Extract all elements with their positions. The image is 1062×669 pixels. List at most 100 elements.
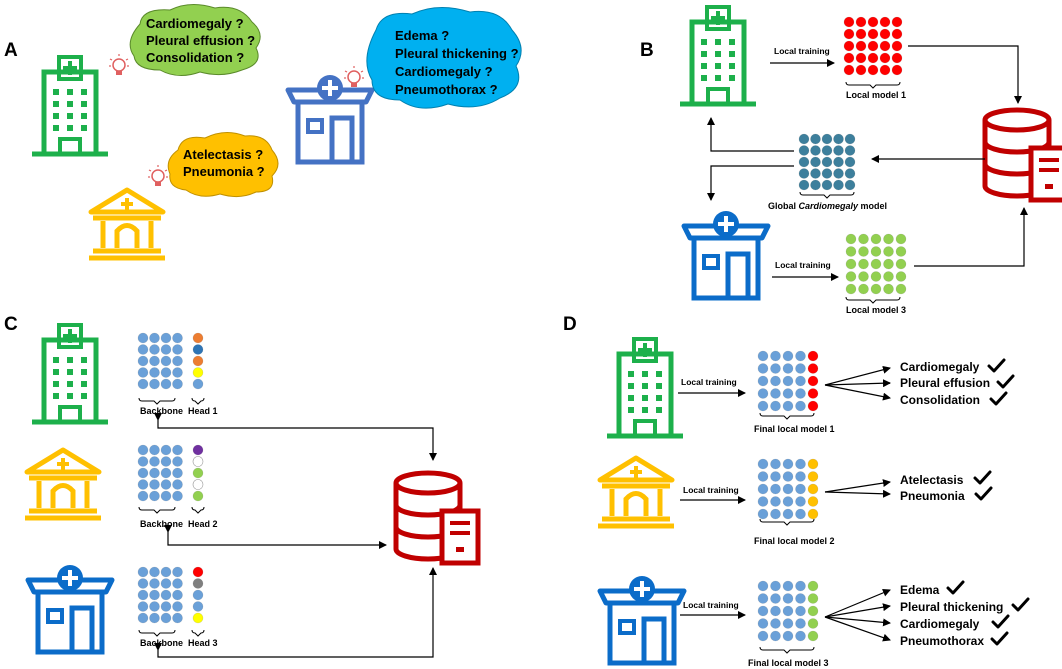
neuron-node xyxy=(798,156,810,168)
neuron-node xyxy=(770,593,781,604)
neuron-node xyxy=(807,350,819,362)
neuron-node xyxy=(172,367,183,378)
neuron-node xyxy=(137,332,149,344)
b-local-training-3: Local training xyxy=(775,260,831,270)
d-final-model-2: Final local model 2 xyxy=(754,536,835,546)
neuron-node xyxy=(858,283,869,295)
neuron-node xyxy=(807,471,819,482)
cloud-blue-line-2: Pleural thickening ? xyxy=(395,46,519,61)
b-local-training-1: Local training xyxy=(774,46,830,56)
d-task-3-3: Cardiomegaly xyxy=(900,617,980,631)
neuron-node xyxy=(137,378,149,390)
neuron-node xyxy=(844,168,856,179)
neuron-node xyxy=(795,630,806,642)
neuron-node xyxy=(160,367,172,378)
neuron-node xyxy=(172,612,183,624)
neuron-node xyxy=(192,490,204,502)
neuron-node xyxy=(810,168,821,179)
neuron-node xyxy=(172,355,183,367)
neuron-node xyxy=(795,496,806,507)
panel-d-letter: D xyxy=(563,314,577,335)
d-task-2-2: Pneumonia xyxy=(900,489,965,503)
neuron-node xyxy=(833,133,844,145)
neuron-node xyxy=(782,483,794,495)
neuron-node xyxy=(149,355,160,367)
neuron-node xyxy=(845,246,857,257)
neuron-node xyxy=(172,344,183,355)
neuron-node xyxy=(810,179,821,191)
neuron-node xyxy=(879,28,891,40)
d-task-3-4: Pneumothorax xyxy=(900,634,984,648)
neuron-node xyxy=(782,458,794,470)
neuron-node xyxy=(160,332,172,344)
panel-d: D Local training Final local model 1 Car… xyxy=(563,314,1030,668)
neuron-node xyxy=(821,145,833,156)
database-server-icon xyxy=(985,110,1062,200)
neuron-node xyxy=(870,258,882,270)
neuron-node xyxy=(795,580,806,592)
neuron-node xyxy=(172,332,183,344)
neuron-node xyxy=(867,40,879,52)
neuron-node xyxy=(821,168,833,179)
neuron-node xyxy=(782,375,794,387)
checkmark-icon xyxy=(987,358,1006,373)
arrow xyxy=(707,165,794,201)
neuron-node xyxy=(807,363,819,374)
neuron-node xyxy=(795,363,806,374)
neuron-node xyxy=(149,332,160,344)
neuron-node xyxy=(795,471,806,482)
panel-b: B Local training Local model 1 Global Ca… xyxy=(640,7,1062,315)
checkmark-icon xyxy=(974,486,993,501)
d-local-training-1: Local training xyxy=(681,377,737,387)
final-local-model-2-grid xyxy=(757,458,819,520)
neuron-node xyxy=(867,52,879,64)
neuron-node xyxy=(895,233,907,245)
c-head-1: Head 1 xyxy=(188,406,218,416)
neuron-node xyxy=(807,388,819,399)
lightbulb-icon xyxy=(343,65,365,88)
d-task-2-1: Atelectasis xyxy=(900,473,964,487)
neuron-node xyxy=(833,168,844,179)
classical-building-icon xyxy=(598,458,674,526)
neuron-node xyxy=(192,367,204,378)
neuron-node xyxy=(160,612,172,624)
neuron-node xyxy=(757,580,769,592)
neuron-node xyxy=(855,16,867,28)
neuron-node xyxy=(192,589,204,601)
neuron-node xyxy=(770,508,781,520)
neuron-node xyxy=(895,283,907,295)
question-cloud-orange xyxy=(167,132,279,198)
neuron-node xyxy=(770,605,781,617)
neuron-node xyxy=(757,363,769,374)
neuron-node xyxy=(137,566,149,578)
final-local-model-3-grid xyxy=(757,580,819,642)
neuron-node xyxy=(895,271,907,282)
neuron-node xyxy=(807,580,819,592)
hospital-tower-icon xyxy=(607,339,683,436)
neuron-node xyxy=(798,133,810,145)
neuron-node xyxy=(844,179,856,191)
panel-a-letter: A xyxy=(4,40,18,61)
neuron-node xyxy=(149,479,160,490)
cloud-green-line-2: Pleural effusion ? xyxy=(146,33,255,48)
b-local-model-3: Local model 3 xyxy=(846,305,906,315)
neuron-node xyxy=(844,145,856,156)
neuron-node xyxy=(833,145,844,156)
d-final-model-3: Final local model 3 xyxy=(748,658,829,668)
neuron-node xyxy=(770,363,781,374)
c-head-3: Head 3 xyxy=(188,638,218,648)
neuron-node xyxy=(879,64,891,76)
neuron-node xyxy=(770,580,781,592)
neuron-node xyxy=(149,367,160,378)
neuron-node xyxy=(172,456,183,467)
hospital-tower-icon xyxy=(32,57,108,154)
neuron-node xyxy=(883,233,894,245)
neuron-node xyxy=(870,233,882,245)
neuron-node xyxy=(137,601,149,612)
neuron-node xyxy=(757,400,769,412)
neuron-node xyxy=(845,233,857,245)
lightbulb-icon xyxy=(147,164,169,187)
neuron-node xyxy=(172,467,183,479)
neuron-node xyxy=(782,618,794,629)
neuron-node xyxy=(810,133,821,145)
